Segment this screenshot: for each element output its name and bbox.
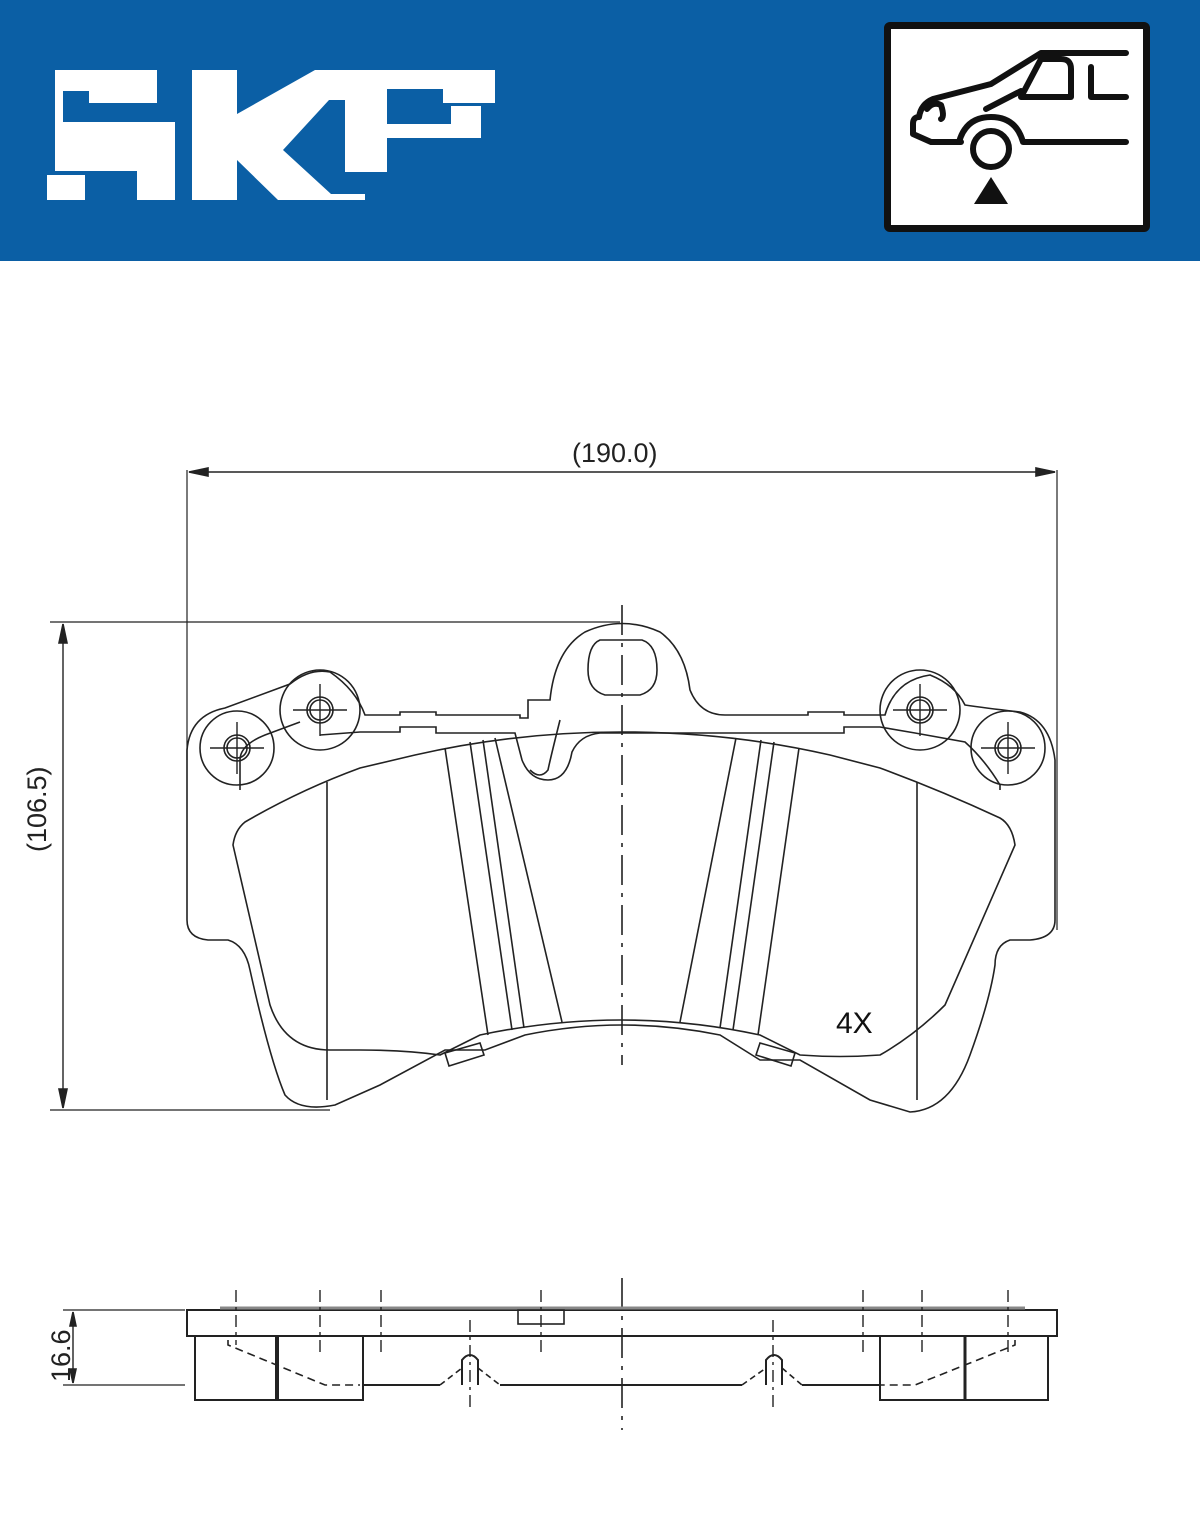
quantity-label: 4X	[836, 1007, 873, 1040]
skf-logo: SKF	[47, 70, 495, 200]
thickness-dimension-label: 16.6	[46, 1329, 76, 1382]
header-bar: SKF	[0, 0, 1200, 261]
axle-position-icon-box	[884, 22, 1150, 232]
front-axle-car-icon	[910, 50, 1129, 204]
height-dimension-label: (106.5)	[22, 766, 52, 852]
width-dimension-label: (190.0)	[572, 438, 658, 468]
